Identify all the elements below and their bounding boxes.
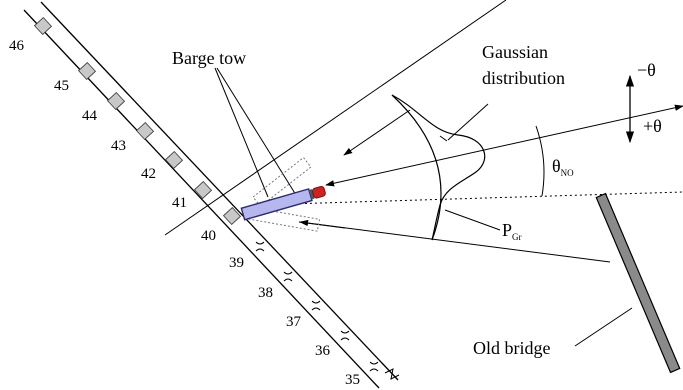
barge-tow-leader-2 xyxy=(216,67,297,196)
pier-number-45: 45 xyxy=(54,78,69,94)
gaussian-curve xyxy=(391,94,486,241)
p-gr-leader xyxy=(444,209,501,231)
pier-44 xyxy=(106,91,126,111)
old-bridge-label: Old bridge xyxy=(473,338,550,358)
old-bridge-leader xyxy=(574,307,633,347)
crossing-line xyxy=(164,0,507,236)
nominal-course-line xyxy=(254,191,683,206)
pier-number-36: 36 xyxy=(315,343,331,359)
theta-no-label: θNO xyxy=(552,156,574,178)
pier-number-44: 44 xyxy=(82,108,98,124)
gaussian-label-line1: Gaussian xyxy=(482,42,548,62)
pier-number-37: 37 xyxy=(286,314,302,330)
pier-number-46: 46 xyxy=(9,38,25,54)
pier-number-42: 42 xyxy=(141,166,156,182)
barge xyxy=(240,188,313,221)
pier-40 xyxy=(222,206,242,226)
plus-theta-label: +θ xyxy=(643,116,662,136)
gaussian-leader xyxy=(447,103,489,141)
gaussian-label-line2: distribution xyxy=(482,68,565,88)
bridge-piers xyxy=(33,16,242,226)
upper-course-ray xyxy=(343,109,411,156)
theta-angle-arc xyxy=(535,125,545,197)
pier-number-41: 41 xyxy=(172,195,187,211)
theta-reference-ray xyxy=(325,104,683,186)
pier-number-35: 35 xyxy=(345,372,360,388)
pier-number-39: 39 xyxy=(229,255,244,271)
barge-tow-label: Barge tow xyxy=(172,48,246,68)
pier-45 xyxy=(77,61,97,81)
barge-tow xyxy=(240,185,326,221)
pier-number-43: 43 xyxy=(111,138,126,154)
distribution-arc xyxy=(391,94,442,241)
old-bridge xyxy=(595,192,681,374)
pier-46 xyxy=(33,16,53,36)
pier-marks xyxy=(255,241,400,380)
minus-theta-label: −θ xyxy=(637,60,656,80)
tug xyxy=(312,185,326,199)
pier-numbers: 46 45 44 43 42 41 40 39 38 37 36 35 xyxy=(9,38,360,388)
pier-number-38: 38 xyxy=(258,285,273,301)
pier-number-40: 40 xyxy=(201,228,216,244)
lower-course-ray xyxy=(299,219,611,263)
barge-tow-leader-1 xyxy=(214,67,269,198)
pier-42 xyxy=(164,150,184,170)
pier-41 xyxy=(193,180,213,200)
p-gr-label: PGr xyxy=(502,220,522,242)
pier-43 xyxy=(135,121,155,141)
